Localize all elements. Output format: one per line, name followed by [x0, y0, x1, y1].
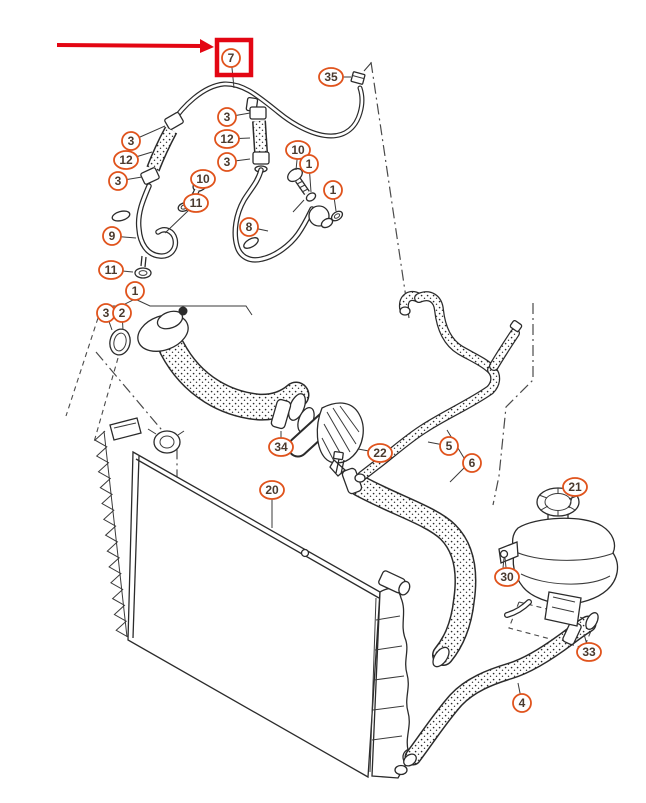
- svg-text:3: 3: [224, 155, 231, 169]
- svg-text:4: 4: [519, 696, 526, 710]
- svg-text:30: 30: [500, 570, 514, 584]
- vent-hose-part-5: [354, 291, 523, 483]
- callout-1[interactable]: 1: [323, 180, 343, 200]
- svg-text:3: 3: [128, 134, 135, 148]
- expansion-tank-part-21: [498, 487, 619, 627]
- svg-text:3: 3: [103, 306, 110, 320]
- callout-22[interactable]: 22: [367, 443, 393, 463]
- svg-text:10: 10: [196, 172, 210, 186]
- svg-text:10: 10: [291, 143, 305, 157]
- callout-3[interactable]: 3: [217, 107, 237, 127]
- svg-text:33: 33: [582, 645, 596, 659]
- fitting-part-35: [350, 71, 366, 85]
- callout-3[interactable]: 3: [217, 152, 237, 172]
- svg-text:7: 7: [228, 51, 235, 65]
- callout-8[interactable]: 8: [239, 217, 259, 237]
- svg-text:11: 11: [105, 263, 118, 277]
- svg-text:9: 9: [109, 229, 116, 243]
- svg-text:3: 3: [224, 110, 231, 124]
- callout-7[interactable]: 7: [221, 48, 241, 68]
- highlight-box: [214, 37, 254, 78]
- highlight-arrow: [56, 43, 203, 48]
- callout-10[interactable]: 10: [285, 140, 311, 160]
- svg-text:5: 5: [446, 439, 453, 453]
- callout-4[interactable]: 4: [512, 693, 532, 713]
- callout-12[interactable]: 12: [214, 129, 240, 149]
- svg-text:21: 21: [568, 480, 582, 494]
- svg-text:12: 12: [220, 132, 234, 146]
- callout-10[interactable]: 10: [190, 169, 216, 189]
- svg-text:11: 11: [190, 196, 203, 210]
- callout-3[interactable]: 3: [121, 131, 141, 151]
- callout-1[interactable]: 1: [299, 154, 319, 174]
- svg-text:1: 1: [132, 284, 139, 298]
- highlight-annotation: [56, 37, 254, 78]
- svg-text:1: 1: [330, 183, 337, 197]
- callout-21[interactable]: 21: [562, 477, 588, 497]
- highlight-arrowhead: [200, 39, 214, 53]
- callout-11[interactable]: 11: [98, 260, 124, 280]
- svg-text:12: 12: [119, 153, 133, 167]
- svg-text:2: 2: [119, 306, 126, 320]
- callout-6[interactable]: 6: [462, 453, 482, 473]
- svg-text:6: 6: [469, 456, 476, 470]
- callout-30[interactable]: 30: [494, 567, 520, 587]
- callout-20[interactable]: 20: [259, 480, 285, 500]
- hose-part-4: [403, 612, 599, 767]
- callout-3[interactable]: 3: [108, 171, 128, 191]
- svg-text:3: 3: [115, 174, 122, 188]
- callout-34[interactable]: 34: [268, 437, 294, 457]
- callout-11[interactable]: 11: [183, 193, 209, 213]
- callout-33[interactable]: 33: [576, 642, 602, 662]
- svg-text:22: 22: [373, 446, 387, 460]
- svg-text:8: 8: [246, 220, 253, 234]
- svg-text:35: 35: [324, 70, 338, 84]
- svg-text:1: 1: [306, 157, 313, 171]
- callout-35[interactable]: 35: [318, 67, 344, 87]
- callout-9[interactable]: 9: [102, 226, 122, 246]
- callout-12[interactable]: 12: [113, 150, 139, 170]
- callout-2[interactable]: 2: [112, 303, 132, 323]
- svg-text:20: 20: [265, 483, 279, 497]
- radiator-part-20: [94, 417, 425, 779]
- svg-text:34: 34: [274, 440, 288, 454]
- callout-1[interactable]: 1: [125, 281, 145, 301]
- vent-pipe-part-8: [232, 106, 344, 263]
- callout-5[interactable]: 5: [439, 436, 459, 456]
